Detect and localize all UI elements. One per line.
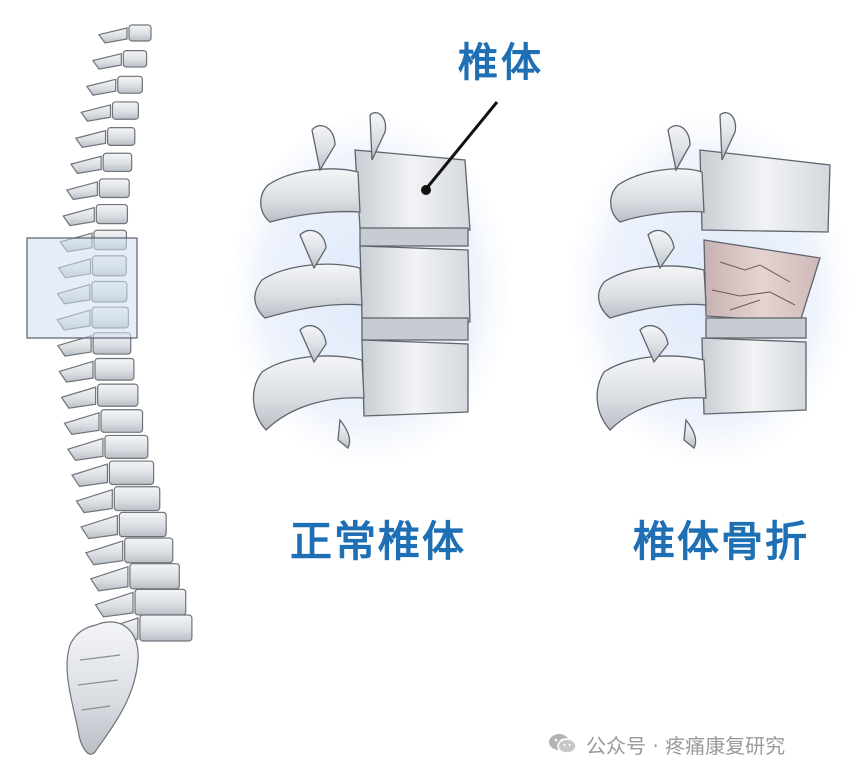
fractured-vertebra-caption: 椎体骨折 <box>633 517 810 566</box>
spine-vertebra <box>104 434 149 459</box>
spine-vertebra <box>124 537 174 564</box>
spine-vertebra <box>122 50 148 68</box>
spine-vertebra <box>139 614 193 642</box>
spine-vertebra <box>128 24 152 42</box>
normal-vertebra-illustration <box>230 101 510 465</box>
spine-process <box>62 206 95 227</box>
spine-process <box>80 104 112 122</box>
pointer-line <box>424 101 499 190</box>
spine-vertebra <box>100 409 144 433</box>
spine-process <box>74 129 107 149</box>
spine-vertebra <box>95 203 129 225</box>
spine-process <box>80 514 118 540</box>
spine-process <box>60 386 97 409</box>
fractured-vertebra-illustration <box>570 112 850 465</box>
spine-process <box>71 463 109 488</box>
spine-vertebra <box>102 152 133 173</box>
vertebral-body-pointer-label: 椎体 <box>458 40 544 86</box>
spine-process <box>97 27 128 44</box>
spine-process <box>89 565 129 592</box>
spine-process <box>65 181 98 201</box>
normal-vertebra-caption: 正常椎体 <box>290 517 467 566</box>
spine-vertebra <box>129 563 180 590</box>
watermark-text: 公众号 · 疼痛康复研究 <box>586 733 786 758</box>
wechat-icon <box>549 734 577 754</box>
spine-process <box>94 591 134 618</box>
spine-vertebra <box>94 357 135 381</box>
spine-highlight-box <box>26 237 138 339</box>
spine-process <box>70 155 102 175</box>
full-spine <box>56 24 193 755</box>
spine-vertebra <box>134 588 187 616</box>
spine-process <box>58 360 94 383</box>
spine-process <box>67 437 104 462</box>
spine-vertebra <box>97 383 139 407</box>
spine-vertebra <box>117 75 143 94</box>
spine-vertebra <box>108 460 155 486</box>
spine-process <box>85 540 124 566</box>
spine-process <box>75 488 113 514</box>
spine-vertebra <box>118 511 167 538</box>
spine-process <box>63 411 100 435</box>
spine-process <box>56 335 92 357</box>
watermark: 公众号 · 疼痛康复研究 <box>548 730 785 758</box>
spine-process <box>91 52 122 70</box>
spine-process <box>85 78 117 96</box>
spine-vertebra <box>113 486 161 512</box>
spine-vertebra <box>111 101 139 120</box>
spine-vertebra <box>106 127 136 146</box>
spine-vertebra <box>98 178 130 199</box>
pointer-dot <box>421 185 431 195</box>
